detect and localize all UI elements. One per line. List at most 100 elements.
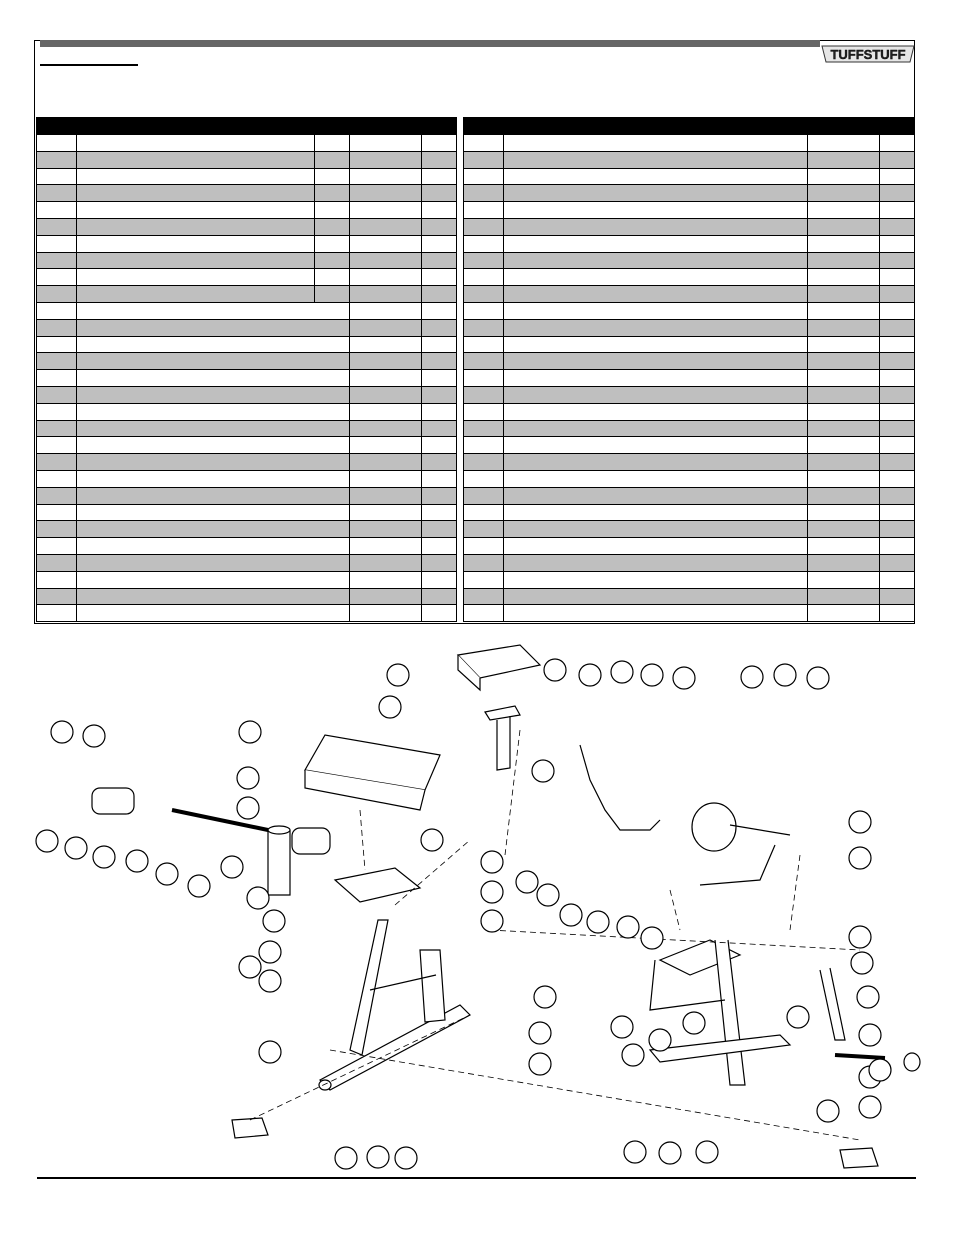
- table-cell: [349, 553, 422, 572]
- table-cell: [807, 134, 880, 152]
- callout-circle: [858, 1023, 882, 1047]
- exploded-assembly-diagram: [35, 644, 921, 1170]
- table-cell: [349, 570, 422, 589]
- table-cell: [36, 385, 77, 404]
- table-cell: [420, 402, 458, 421]
- table-row: [463, 570, 915, 589]
- table-cell: [36, 150, 77, 169]
- table-row: [463, 301, 915, 320]
- table-cell: [807, 385, 880, 404]
- callout-circle: [850, 951, 874, 975]
- table-row: [36, 469, 458, 488]
- table-cell: [879, 587, 915, 606]
- callout-circle: [258, 969, 282, 993]
- table-cell: [807, 469, 880, 488]
- table-cell: [807, 335, 880, 354]
- table-cell: [879, 453, 915, 471]
- table-cell: [807, 167, 880, 186]
- table-cell: [349, 201, 422, 219]
- table-cell: [807, 537, 880, 555]
- table-cell: [349, 268, 422, 287]
- table-cell: [76, 520, 350, 539]
- table-row: [36, 134, 458, 152]
- callout-circle: [695, 1140, 719, 1164]
- table-header-cell: [35, 117, 458, 135]
- table-row: [463, 268, 915, 287]
- table-row: [36, 503, 458, 522]
- table-cell: [420, 167, 458, 186]
- table-cell: [807, 604, 880, 623]
- table-cell: [463, 318, 504, 337]
- table-cell: [76, 217, 315, 236]
- table-cell: [879, 150, 915, 169]
- table-cell: [463, 134, 504, 152]
- table-cell: [36, 268, 77, 287]
- table-row: [463, 201, 915, 219]
- table-row: [463, 402, 915, 421]
- table-row: [463, 385, 915, 404]
- table-cell: [463, 570, 504, 589]
- callout-circle: [366, 1145, 390, 1169]
- table-cell: [76, 201, 315, 219]
- table-row: [36, 604, 458, 623]
- table-cell: [349, 352, 422, 371]
- table-cell: [76, 184, 315, 203]
- table-cell: [879, 419, 915, 438]
- table-cell: [503, 385, 808, 404]
- table-cell: [314, 268, 350, 287]
- table-cell: [420, 436, 458, 455]
- callout-circle: [480, 850, 504, 874]
- table-cell: [463, 301, 504, 320]
- table-header-cell: [463, 117, 915, 135]
- callout-circle: [610, 1015, 634, 1039]
- table-cell: [314, 251, 350, 270]
- table-cell: [349, 520, 422, 539]
- table-row: [36, 520, 458, 539]
- table-cell: [36, 570, 77, 589]
- table-cell: [503, 184, 808, 203]
- table-row: [463, 134, 915, 152]
- table-row: [36, 335, 458, 354]
- table-cell: [314, 234, 350, 253]
- table-row: [36, 385, 458, 404]
- callout-circle: [682, 1011, 706, 1035]
- table-cell: [36, 436, 77, 455]
- table-cell: [36, 301, 77, 320]
- table-cell: [463, 150, 504, 169]
- table-cell: [420, 503, 458, 522]
- table-cell: [420, 134, 458, 152]
- table-cell: [420, 570, 458, 589]
- table-cell: [420, 268, 458, 287]
- table-cell: [349, 134, 422, 152]
- table-cell: [879, 352, 915, 371]
- table-cell: [420, 419, 458, 438]
- table-cell: [879, 134, 915, 152]
- table-cell: [76, 402, 350, 421]
- callout-circle: [258, 1040, 282, 1064]
- table-cell: [36, 419, 77, 438]
- table-cell: [36, 134, 77, 152]
- table-cell: [314, 201, 350, 219]
- table-cell: [76, 369, 350, 387]
- table-cell: [76, 486, 350, 505]
- table-cell: [503, 268, 808, 287]
- table-cell: [463, 251, 504, 270]
- table-row: [36, 301, 458, 320]
- table-cell: [349, 285, 422, 303]
- table-cell: [463, 537, 504, 555]
- table-row: [463, 486, 915, 505]
- table-cell: [463, 402, 504, 421]
- table-row: [463, 150, 915, 169]
- table-row: [36, 268, 458, 287]
- header-bar: [40, 40, 820, 47]
- table-row: [463, 285, 915, 303]
- table-cell: [807, 318, 880, 337]
- callout-circle: [238, 955, 262, 979]
- table-cell: [807, 553, 880, 572]
- callout-circle: [515, 870, 539, 894]
- table-row: [36, 184, 458, 203]
- callout-circle: [50, 720, 74, 744]
- table-cell: [420, 469, 458, 488]
- table-row: [463, 184, 915, 203]
- table-cell: [349, 234, 422, 253]
